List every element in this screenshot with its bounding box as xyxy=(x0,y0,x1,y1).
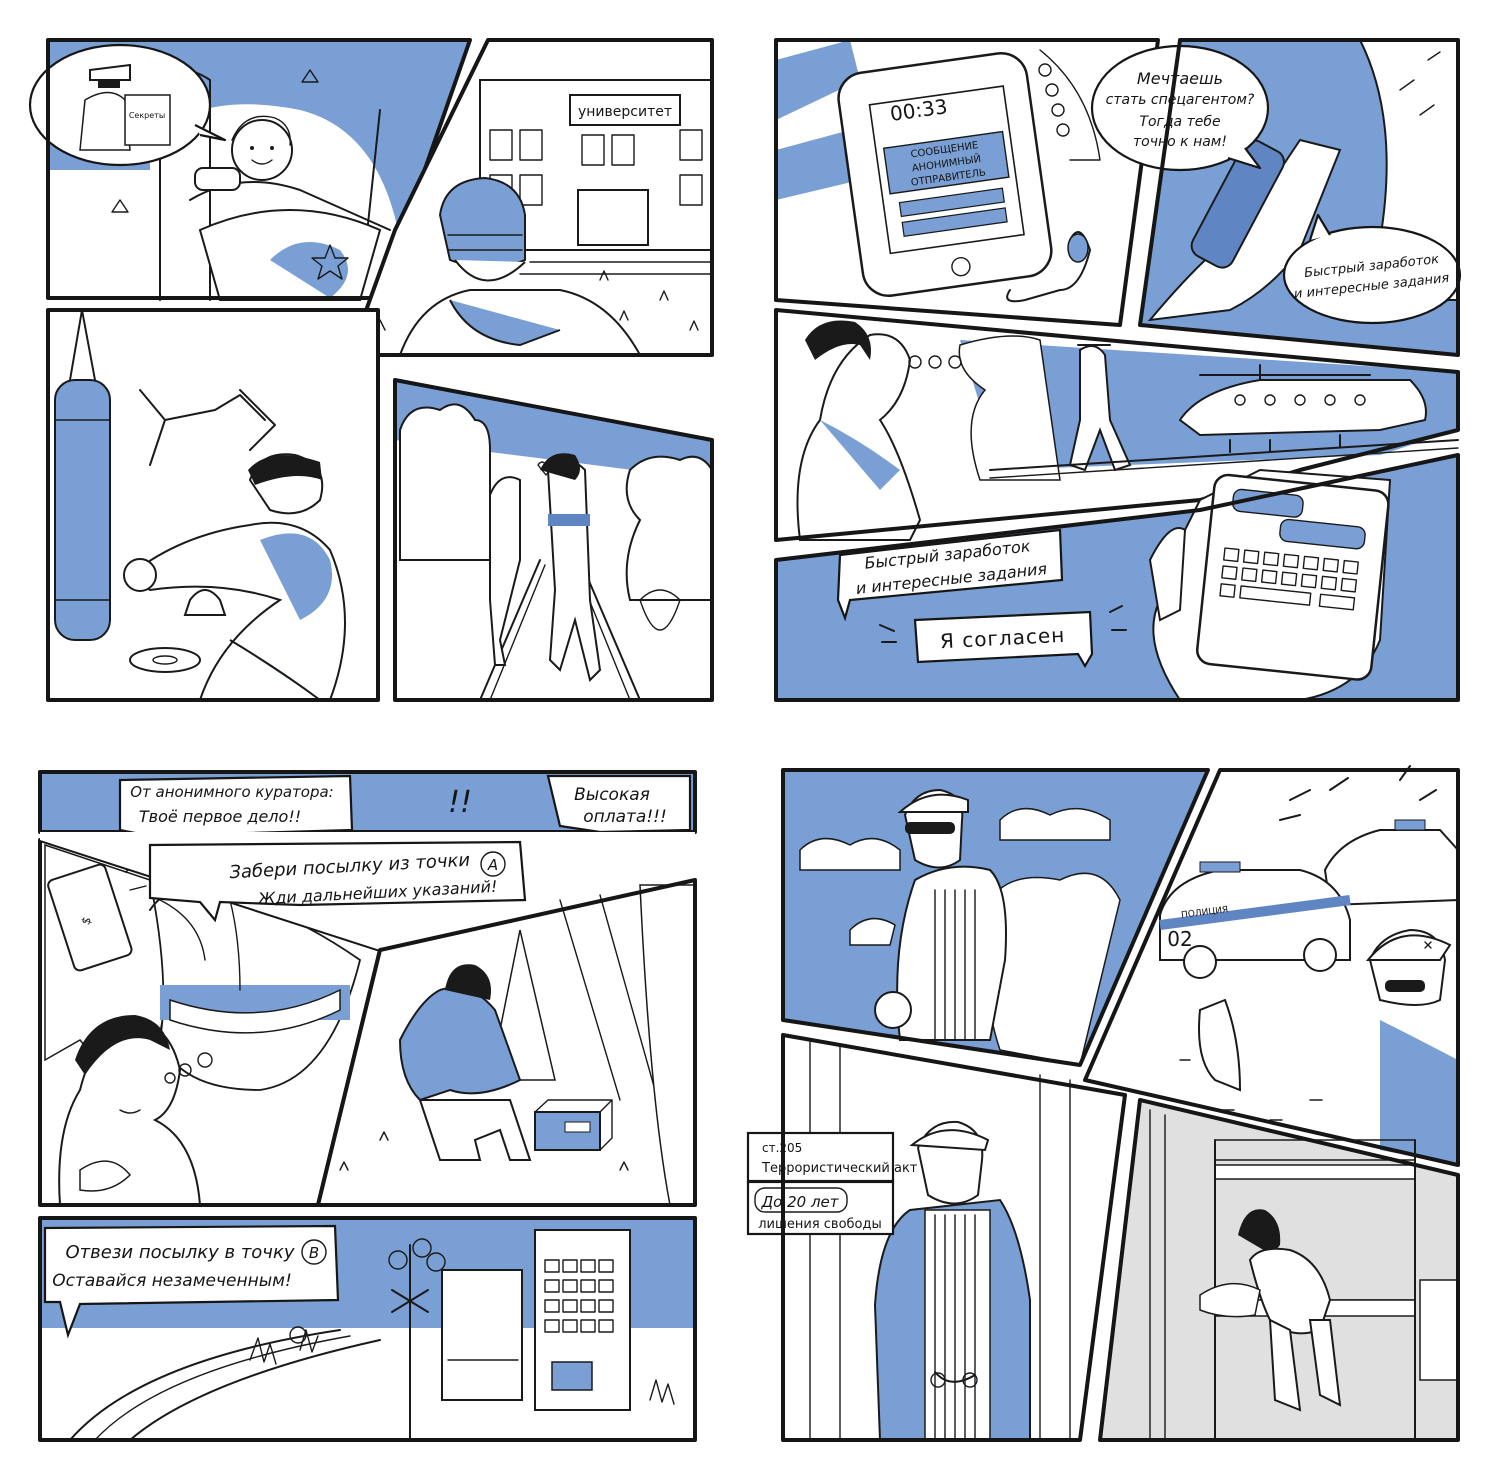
point-a-circle xyxy=(480,851,506,877)
task-b-line-2: Оставайся незамеченным! xyxy=(52,1271,292,1291)
panel-boxing xyxy=(46,308,380,702)
panel-forest-pickup xyxy=(316,878,697,1207)
panel-chat-reply: Быстрый заработок и интересные задания Я… xyxy=(774,453,1460,702)
offer-line-3: Тогда тебе xyxy=(1139,114,1220,130)
reply-bubble xyxy=(913,610,1094,669)
panel-hand-phone: Мечтаешь стать спецагентом? Тогда тебе т… xyxy=(1090,38,1462,357)
hammock xyxy=(169,988,341,1034)
panel-task-b: Отвези посылку в точку В Оставайся незам… xyxy=(38,1216,697,1442)
page-1: Секреты университет xyxy=(28,38,714,702)
raised-hand xyxy=(1198,998,1242,1092)
money-stack xyxy=(47,863,133,972)
panel-curator-header: От анонимного куратора: Твоё первое дело… xyxy=(38,770,697,838)
panel-bed-dream: Секреты xyxy=(28,38,472,301)
panel-cell xyxy=(1098,1098,1460,1442)
panel-phone: 00:33 СООБЩЕНИЕ АНОНИМНЫЙ ОТПРАВИТЕЛЬ xyxy=(774,38,1160,327)
sentence-caption xyxy=(746,1180,895,1236)
chat-message-caption xyxy=(836,528,1064,622)
task-a-caption xyxy=(148,840,527,923)
curator-line-2: Твоё первое дело!! xyxy=(139,807,301,826)
earphones xyxy=(1006,231,1091,303)
dream-book-label: Секреты xyxy=(129,111,165,120)
university-sign xyxy=(569,94,681,126)
panel-task-a: Забери посылку из точки А Жди дальнейших… xyxy=(40,832,695,950)
sunglasses-icon xyxy=(905,822,955,834)
panel-police: ПОЛИЦИЯ 02 xyxy=(1083,765,1460,1167)
money-symbol: $ xyxy=(78,915,94,927)
agent-figure xyxy=(1068,345,1132,472)
sentence-line-1: До 20 лет xyxy=(760,1193,839,1211)
article-title: Террористический акт xyxy=(761,1161,918,1176)
notification-card xyxy=(882,130,1010,195)
sentence-highlight xyxy=(754,1187,848,1213)
offer-line-1: Мечтаешь xyxy=(1137,69,1223,88)
panel-arrest: ст.205 Террористический акт До 20 лет ли… xyxy=(746,1033,1127,1442)
page-3: От анонимного куратора: Твоё первое дело… xyxy=(38,770,697,1442)
beanie xyxy=(438,176,526,269)
panel-daydream xyxy=(774,308,1460,542)
curator-line-1: От анонимного куратора: xyxy=(130,783,334,801)
helicopter xyxy=(1178,379,1427,437)
university-sign-text: университет xyxy=(578,104,672,120)
offer-line-4: точно к нам! xyxy=(1133,134,1227,150)
panel-university: университет xyxy=(348,38,714,357)
point-b-label: В xyxy=(309,1244,319,1262)
offer-line-2: стать спецагентом? xyxy=(1106,92,1255,108)
upper-bunk xyxy=(1214,1164,1416,1180)
dream-book xyxy=(124,94,171,146)
panel-money-dream: $ xyxy=(38,835,382,1207)
page-2: 00:33 СООБЩЕНИЕ АНОНИМНЫЙ ОТПРАВИТЕЛЬ xyxy=(774,38,1462,702)
high-pay-caption xyxy=(546,774,692,834)
page-4: ПОЛИЦИЯ 02 ст.205 Террорис xyxy=(746,765,1460,1442)
panel-couple xyxy=(393,378,714,702)
punching-bag xyxy=(54,379,111,641)
task-b-caption xyxy=(43,1224,340,1339)
point-a-label: А xyxy=(487,856,498,874)
high-pay-line-1: Высокая xyxy=(574,785,650,805)
exclaim-marks: !! xyxy=(448,785,472,820)
sentence-line-2: лишения свободы xyxy=(758,1217,882,1232)
panel-confident xyxy=(781,768,1210,1067)
high-pay-line-2: оплата!!! xyxy=(583,807,667,827)
task-b-line-1: Отвези посылку в точку xyxy=(66,1242,295,1263)
police-number: 02 xyxy=(1167,927,1192,951)
handcuffs-icon xyxy=(934,1371,976,1383)
point-b-circle xyxy=(301,1239,327,1265)
